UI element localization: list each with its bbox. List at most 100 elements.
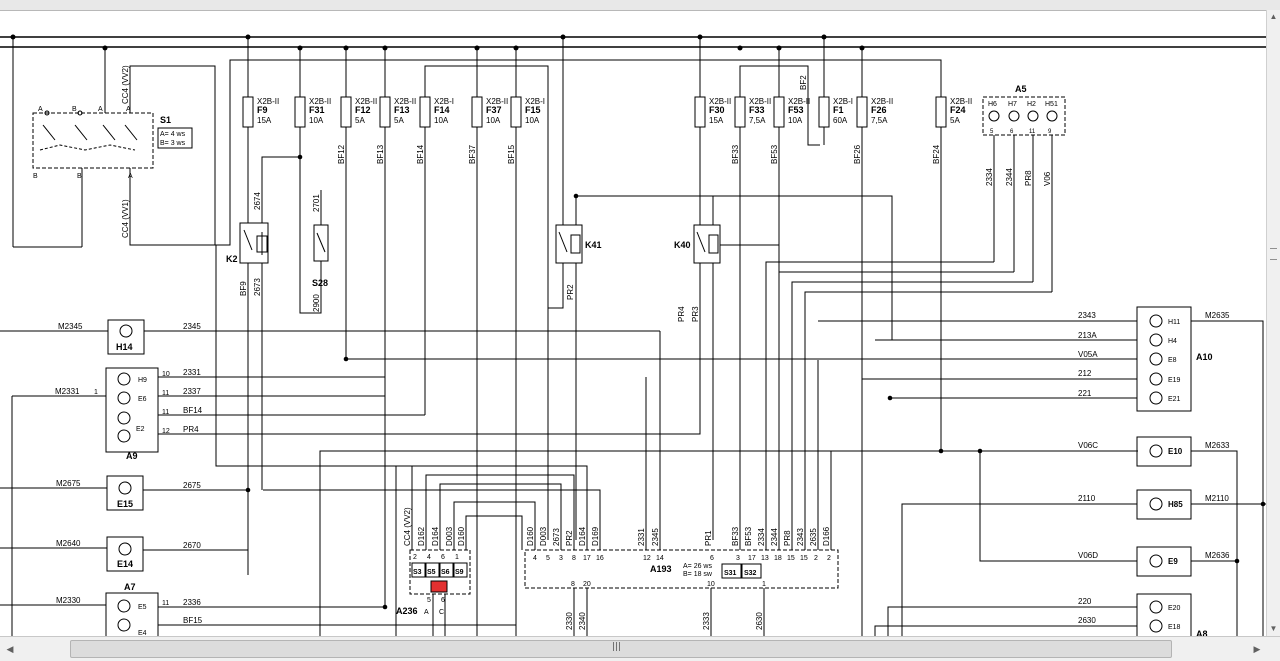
svg-text:7,5A: 7,5A xyxy=(871,116,888,125)
svg-text:PR4: PR4 xyxy=(183,425,199,434)
svg-text:D003: D003 xyxy=(539,526,548,546)
svg-text:A193: A193 xyxy=(650,564,672,574)
svg-text:CC4 (VV2): CC4 (VV2) xyxy=(121,65,130,104)
svg-text:2674: 2674 xyxy=(253,192,262,210)
svg-text:E20: E20 xyxy=(1168,605,1181,612)
svg-text:B= 18 sw: B= 18 sw xyxy=(683,571,713,578)
svg-text:221: 221 xyxy=(1078,389,1092,398)
svg-text:X2B-II: X2B-II xyxy=(788,97,810,106)
svg-text:2337: 2337 xyxy=(183,387,201,396)
svg-text:D164: D164 xyxy=(431,526,440,546)
svg-text:F12: F12 xyxy=(355,105,371,115)
svg-text:10A: 10A xyxy=(486,116,501,125)
svg-text:2344: 2344 xyxy=(1005,168,1014,186)
svg-text:H85: H85 xyxy=(1168,500,1183,509)
svg-text:X2B-II: X2B-II xyxy=(709,97,731,106)
fuse-F37: X2B-II F37 10A xyxy=(471,48,508,636)
scroll-left-icon[interactable]: ◀ xyxy=(6,644,14,654)
lamp-H85: H85 2110 M2110 xyxy=(901,489,1267,636)
svg-text:PR3: PR3 xyxy=(691,306,700,322)
svg-text:10A: 10A xyxy=(525,116,540,125)
svg-text:BF14: BF14 xyxy=(416,144,425,164)
svg-text:BF53: BF53 xyxy=(744,526,753,546)
module-A7: A7 E5 E4 11 M2330 2336 BF15 xyxy=(0,582,516,636)
svg-text:15A: 15A xyxy=(257,116,272,125)
svg-text:13: 13 xyxy=(761,555,769,562)
svg-text:S32: S32 xyxy=(744,570,757,577)
scroll-grip[interactable] xyxy=(1270,248,1277,260)
svg-text:K40: K40 xyxy=(674,240,691,250)
svg-text:BF15: BF15 xyxy=(183,616,203,625)
svg-text:5A: 5A xyxy=(355,116,365,125)
svg-text:K2: K2 xyxy=(226,254,238,264)
svg-text:D003: D003 xyxy=(445,526,454,546)
svg-text:A5: A5 xyxy=(1015,84,1027,94)
svg-text:C: C xyxy=(439,609,444,616)
svg-text:S28: S28 xyxy=(312,278,328,288)
svg-text:60A: 60A xyxy=(833,116,848,125)
svg-text:6: 6 xyxy=(441,554,445,561)
fuse-F1: X2B-I F1 60A xyxy=(818,37,853,145)
svg-text:D160: D160 xyxy=(526,526,535,546)
svg-text:E21: E21 xyxy=(1168,396,1181,403)
svg-text:15: 15 xyxy=(800,555,808,562)
svg-text:BF24: BF24 xyxy=(932,144,941,164)
svg-text:E15: E15 xyxy=(117,499,133,509)
svg-text:H4: H4 xyxy=(1168,338,1177,345)
svg-text:H11: H11 xyxy=(1168,319,1180,326)
svg-text:V06D: V06D xyxy=(1078,551,1098,560)
svg-text:17: 17 xyxy=(583,555,591,562)
supply-rails xyxy=(0,36,1267,48)
horizontal-scrollbar[interactable]: ◀ ||| ▶ xyxy=(0,636,1280,661)
svg-text:BF15: BF15 xyxy=(507,144,516,164)
vertical-scrollbar[interactable]: ▲ ▼ xyxy=(1266,10,1280,636)
svg-text:2670: 2670 xyxy=(183,541,201,550)
svg-text:H6: H6 xyxy=(988,101,997,108)
svg-text:3: 3 xyxy=(736,555,740,562)
horizontal-scroll-thumb[interactable]: ||| xyxy=(70,640,1172,658)
scroll-right-icon[interactable]: ▶ xyxy=(1253,644,1261,654)
svg-text:A: A xyxy=(128,173,133,180)
svg-text:2673: 2673 xyxy=(253,278,262,296)
svg-text:8: 8 xyxy=(571,581,575,588)
svg-text:E6: E6 xyxy=(138,396,147,403)
scroll-down-icon[interactable]: ▼ xyxy=(1269,624,1278,633)
lamp-cluster-A5: A5 H6 H7 H2 H51 5 6 11 9 2334 2344 PR8 V… xyxy=(765,84,1066,550)
svg-text:F9: F9 xyxy=(257,105,268,115)
svg-text:F14: F14 xyxy=(434,105,450,115)
svg-text:S9: S9 xyxy=(455,569,464,576)
scroll-up-icon[interactable]: ▲ xyxy=(1269,12,1278,21)
svg-text:X2B-II: X2B-II xyxy=(950,97,972,106)
svg-text:2344: 2344 xyxy=(770,528,779,546)
svg-text:2630: 2630 xyxy=(1078,616,1096,625)
svg-text:15A: 15A xyxy=(709,116,724,125)
switch-S28: S28 2701 2900 xyxy=(299,157,329,314)
svg-text:E9: E9 xyxy=(1168,557,1178,566)
svg-text:14: 14 xyxy=(656,555,664,562)
svg-text:PR1: PR1 xyxy=(704,530,713,546)
svg-text:15: 15 xyxy=(787,555,795,562)
svg-text:10A: 10A xyxy=(788,116,803,125)
wiring-diagram: X2B-II F9 15A X2B-II F31 10A X2B-II F12 … xyxy=(0,34,1267,636)
svg-text:18: 18 xyxy=(774,555,782,562)
svg-text:CC4 (VV1): CC4 (VV1) xyxy=(121,199,130,238)
svg-text:10A: 10A xyxy=(434,116,449,125)
wire-junctions xyxy=(245,154,1266,610)
svg-text:M2633: M2633 xyxy=(1205,441,1230,450)
svg-text:D160: D160 xyxy=(457,526,466,546)
svg-text:2333: 2333 xyxy=(702,612,711,630)
svg-text:F31: F31 xyxy=(309,105,325,115)
svg-text:B= 3 ws: B= 3 ws xyxy=(160,140,186,147)
svg-text:2635: 2635 xyxy=(809,528,818,546)
svg-text:F13: F13 xyxy=(394,105,410,115)
svg-text:H51: H51 xyxy=(1045,101,1058,108)
svg-text:PR4: PR4 xyxy=(677,306,686,322)
svg-text:S6: S6 xyxy=(441,569,450,576)
svg-text:E19: E19 xyxy=(1168,377,1181,384)
module-A236: S3 S5 S6 S9 A236 5 6 A C 2 4 6 1 CC4 (VV… xyxy=(396,465,588,636)
svg-text:X2B-II: X2B-II xyxy=(486,97,508,106)
svg-text:213A: 213A xyxy=(1078,331,1097,340)
relay-K2: K2 2674 BF9 2673 xyxy=(226,156,300,575)
fuse-F15: X2B-I F15 10A xyxy=(510,48,545,636)
svg-text:1: 1 xyxy=(94,389,98,396)
